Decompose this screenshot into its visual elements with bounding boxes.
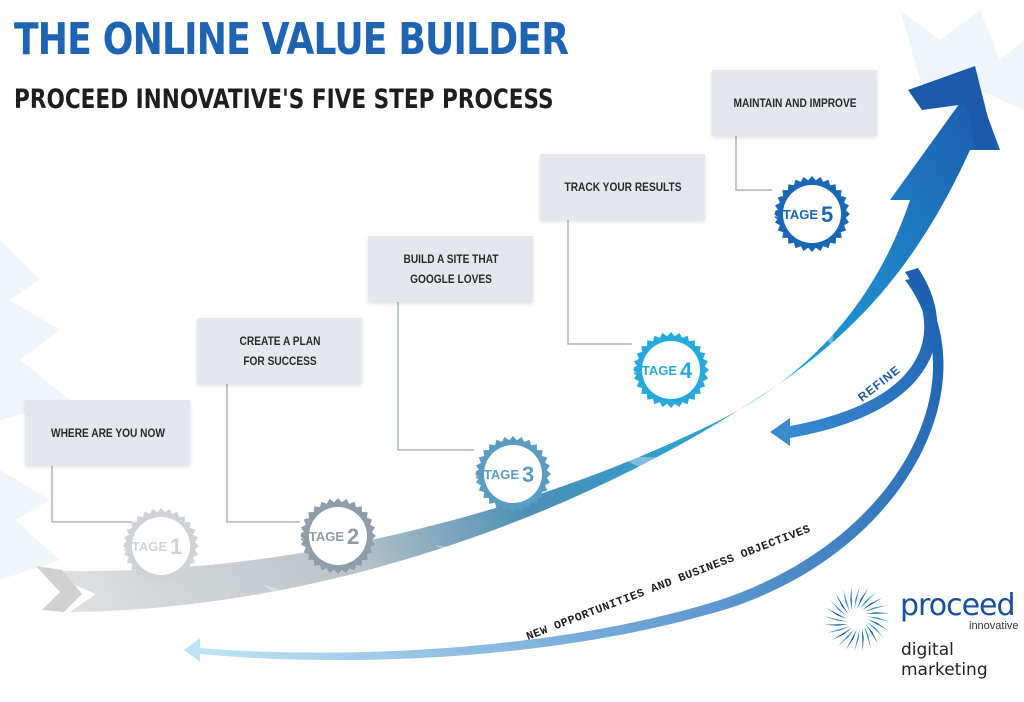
stage-1-label-box: WHERE ARE YOU NOW <box>25 400 190 465</box>
stage-4-label-box: TRACK YOUR RESULTS <box>540 154 705 220</box>
stage-3-label-box: BUILD A SITE THAT GOOGLE LOVES <box>368 236 533 302</box>
arrow-segment-chevrons <box>262 296 838 640</box>
stage-3-word: STAGE <box>475 467 519 482</box>
stage-4-label: TRACK YOUR RESULTS <box>563 180 681 194</box>
stage-5-label-box: MAINTAIN AND IMPROVE <box>712 70 877 136</box>
refine-loop-arrow <box>770 268 938 446</box>
stage-3-label: BUILD A SITE THAT <box>403 252 498 266</box>
stage-2-label-line2: FOR SUCCESS <box>242 354 317 368</box>
arrow-tail <box>36 566 82 612</box>
stage-5-label: MAINTAIN AND IMPROVE <box>732 96 857 110</box>
stage-4-number: 4 <box>680 358 693 383</box>
stage-2-label-box: CREATE A PLAN FOR SUCCESS <box>197 318 362 384</box>
stage-1-label: WHERE ARE YOU NOW <box>50 425 165 440</box>
stage-2-word: STAGE <box>300 529 344 544</box>
logo-name: proceed <box>900 588 1016 623</box>
stage-2-number: 2 <box>347 524 359 549</box>
stage-3-label-line2: GOOGLE LOVES <box>409 272 492 286</box>
company-logo: proceed innovative digital marketing <box>822 582 1022 680</box>
stage-4-word: STAGE <box>633 363 677 378</box>
stage-5-word: STAGE <box>774 207 818 222</box>
stage-3-number: 3 <box>522 462 534 487</box>
stage-5-number: 5 <box>821 202 833 227</box>
connector-lines <box>51 136 772 523</box>
page-subtitle: PROCEED INNOVATIVE'S FIVE STEP PROCESS <box>14 84 554 115</box>
logo-subname: innovative <box>969 620 1019 632</box>
page-title: THE ONLINE VALUE BUILDER <box>14 14 569 65</box>
stage-1-word: STAGE <box>123 539 167 554</box>
arrow-head <box>908 66 996 150</box>
stage-2-label: CREATE A PLAN <box>239 334 320 348</box>
stage-1-number: 1 <box>170 534 182 559</box>
logo-tagline: digital marketing <box>901 640 988 680</box>
logo-starburst-icon <box>824 586 890 652</box>
